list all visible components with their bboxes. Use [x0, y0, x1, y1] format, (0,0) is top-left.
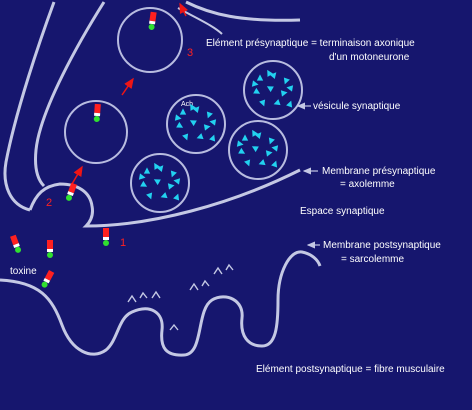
label-postsynaptic-membrane-line1: Membrane postsynaptique — [323, 240, 441, 251]
ach-molecule-icon — [252, 129, 259, 137]
ach-molecule-icon — [251, 146, 259, 153]
ach-molecule-icon — [265, 150, 273, 157]
endocytic-vesicle-upper — [117, 7, 183, 73]
label-postsynaptic-membrane-line2: = sarcolemme — [341, 254, 405, 265]
vesicle-middle: Ach — [166, 94, 226, 154]
label-presynaptic-element-line2: d'un motoneurone — [329, 52, 410, 63]
ach-molecule-icon — [196, 133, 204, 140]
ach-molecule-icon — [241, 134, 249, 141]
ach-molecule-icon — [189, 120, 197, 127]
ach-molecule-icon — [146, 192, 153, 200]
ach-molecule-icon — [244, 159, 251, 167]
ach-molecule-icon — [251, 80, 259, 87]
vesicle-top-right — [243, 60, 303, 120]
ach-molecule-icon — [173, 193, 180, 201]
toxin-molecule-vesicle-upper — [148, 11, 157, 30]
ach-molecule-icon — [267, 69, 274, 77]
toxin-molecule-vesicle-lower — [93, 103, 101, 122]
toxin-path-arrow-3 — [179, 2, 189, 17]
ach-molecule-icon — [259, 99, 266, 107]
toxin-molecule-free-1 — [10, 234, 22, 253]
ach-molecule-icon — [209, 119, 217, 126]
label-synaptic-vesicle: vésicule synaptique — [313, 101, 401, 112]
ach-molecule-icon — [138, 173, 146, 180]
label-presynaptic-membrane-line1: Membrane présynaptique — [322, 166, 436, 177]
ach-molecule-icon — [271, 145, 279, 152]
ach-molecule-icon — [286, 100, 293, 108]
toxin-molecule-bound — [103, 228, 109, 246]
ach-molecule-icon — [238, 147, 246, 154]
ach-molecule-icon — [173, 178, 181, 185]
ach-molecule-icon — [167, 183, 175, 190]
step-number-1: 1 — [120, 237, 126, 249]
endocytic-vesicle-lower — [64, 100, 128, 164]
ach-molecule-icon — [176, 121, 184, 128]
ach-molecule-icon — [256, 74, 264, 81]
ach-molecule-icon — [192, 106, 200, 114]
ach-label: Ach — [181, 101, 193, 108]
ach-molecule-icon — [160, 192, 168, 199]
ach-molecules — [138, 69, 294, 201]
ach-molecule-icon — [268, 137, 275, 145]
ach-molecule-icon — [253, 87, 261, 94]
label-postsynaptic-element: Elément postsynaptique = fibre musculair… — [256, 364, 445, 375]
ach-molecule-icon — [283, 77, 290, 85]
vesicle-right — [228, 120, 288, 180]
toxin-molecule-free-2 — [47, 240, 53, 258]
ach-molecule-icon — [269, 72, 277, 80]
presynaptic-membrane-inner — [34, 1, 106, 188]
label-synaptic-space: Espace synaptique — [300, 206, 385, 217]
ach-molecule-icon — [190, 103, 197, 111]
toxin-molecule-entering — [65, 182, 77, 201]
ach-molecule-icon — [280, 90, 288, 97]
ach-molecule-icon — [143, 167, 151, 174]
ach-molecule-icon — [258, 159, 266, 166]
ach-receptors — [127, 263, 234, 331]
ach-molecule-icon — [266, 86, 274, 93]
ach-molecule-icon — [156, 165, 164, 173]
ach-molecule-icon — [206, 111, 213, 119]
ach-molecule-icon — [154, 162, 161, 170]
ach-molecule-icon — [174, 114, 182, 121]
step-number-2: 2 — [46, 197, 52, 209]
ach-molecule-icon — [286, 85, 294, 92]
toxin-path-arrow-1 — [71, 165, 83, 185]
toxin-path-arrow-2 — [121, 77, 134, 96]
ach-molecule-icon — [273, 99, 281, 106]
ach-molecule-icon — [179, 108, 187, 115]
ach-molecule-icon — [140, 180, 148, 187]
ach-molecule-icon — [209, 134, 216, 142]
ach-molecule-icon — [236, 140, 244, 147]
label-presynaptic-membrane-line2: = axolemme — [340, 179, 395, 190]
ach-molecule-icon — [203, 124, 211, 131]
presynaptic-membrane — [3, 1, 301, 228]
postsynaptic-membrane — [0, 250, 322, 357]
label-presynaptic-element-line1: Elément présynaptique = terminaison axon… — [206, 38, 415, 49]
toxin-molecule-free-3 — [41, 269, 55, 288]
ach-molecule-icon — [170, 170, 177, 178]
ach-molecule-icon — [271, 160, 278, 168]
ach-molecule-icon — [153, 179, 161, 186]
axon-top-edge — [185, 0, 301, 22]
step-number-3: 3 — [187, 47, 193, 59]
ach-molecule-icon — [182, 133, 189, 141]
label-toxin: toxine — [10, 266, 37, 277]
ach-molecule-icon — [254, 132, 262, 140]
vesicle-bottom — [130, 153, 190, 213]
